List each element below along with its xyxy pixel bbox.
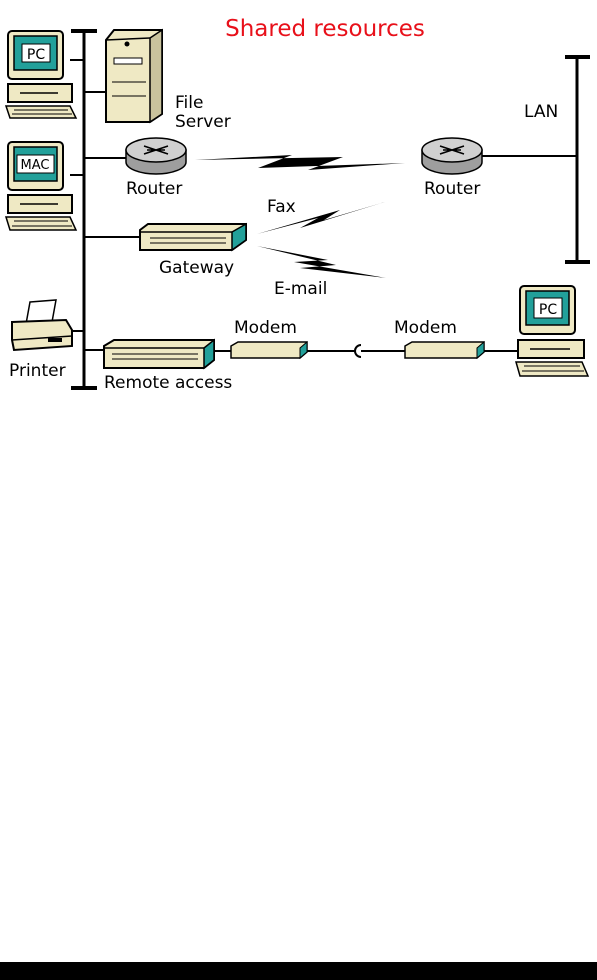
printer-label: Printer bbox=[9, 361, 66, 381]
diagram-title: Shared resources bbox=[225, 16, 425, 42]
router-left-icon bbox=[125, 137, 187, 175]
lan-label: LAN bbox=[524, 102, 558, 122]
file-server-label-line1: File bbox=[175, 93, 203, 113]
file-server-label-line2: Server bbox=[175, 112, 231, 132]
router-left-label: Router bbox=[126, 179, 182, 199]
mac-workstation-icon: MAC bbox=[4, 141, 78, 231]
fax-link-bolt bbox=[257, 202, 385, 234]
email-label: E-mail bbox=[274, 279, 327, 299]
file-server-icon bbox=[105, 28, 163, 124]
printer-icon bbox=[11, 299, 73, 352]
branch-lines bbox=[70, 59, 140, 351]
modem-left-label: Modem bbox=[234, 318, 297, 338]
remote-pc-label: PC bbox=[539, 302, 557, 318]
remote-access-label: Remote access bbox=[104, 373, 232, 393]
remote-access-icon bbox=[103, 338, 215, 370]
pc-label: PC bbox=[27, 47, 45, 63]
modem-right-icon bbox=[404, 340, 485, 360]
wan-link-bolt bbox=[195, 155, 405, 170]
left-backbone bbox=[71, 29, 97, 390]
router-right-label: Router bbox=[424, 179, 480, 199]
modem-left-icon bbox=[230, 340, 308, 360]
bottom-bar bbox=[0, 962, 597, 980]
fax-label: Fax bbox=[267, 197, 296, 217]
modem-right-label: Modem bbox=[394, 318, 457, 338]
gateway-icon bbox=[139, 222, 247, 252]
lan-bus bbox=[565, 55, 590, 264]
mac-label: MAC bbox=[21, 158, 50, 173]
gateway-label: Gateway bbox=[159, 258, 234, 278]
pc-workstation-icon: PC bbox=[4, 30, 78, 119]
modem-link-lines bbox=[214, 344, 518, 358]
router-right-icon bbox=[421, 137, 483, 175]
remote-pc-icon: PC bbox=[515, 285, 590, 377]
email-link-bolt bbox=[257, 246, 386, 278]
